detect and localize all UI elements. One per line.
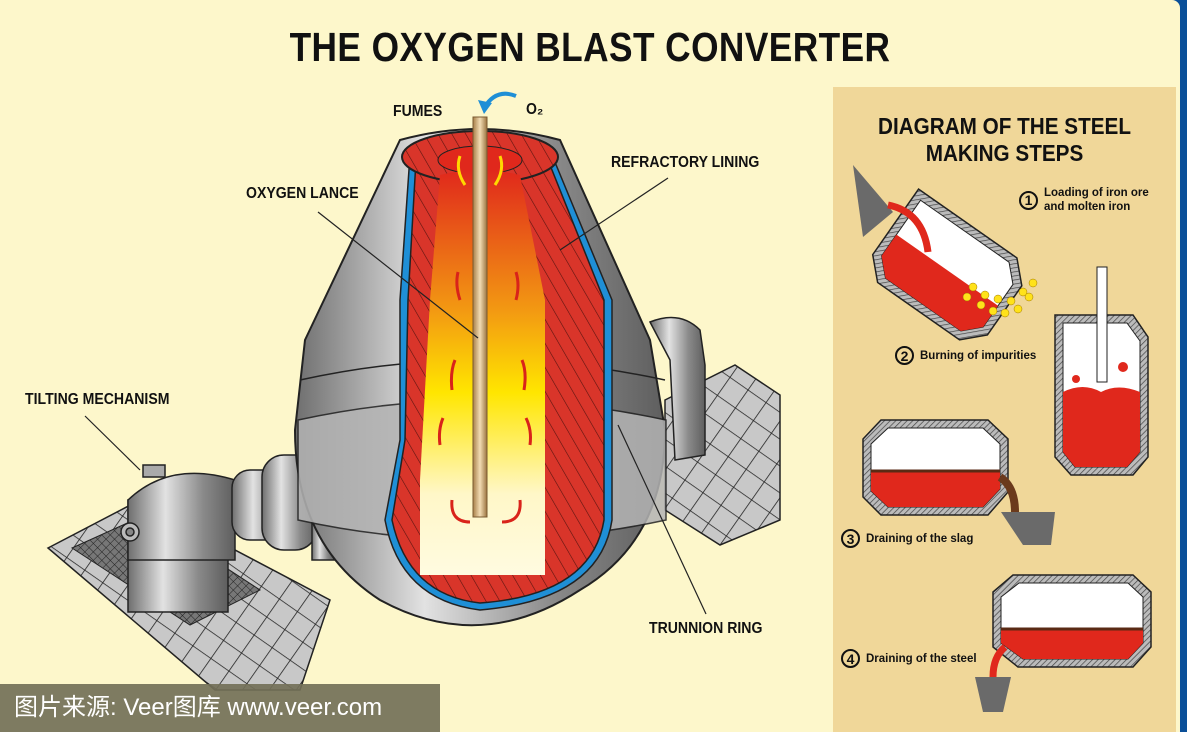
step2-vessel [1054, 266, 1149, 476]
label-o2: O₂ [526, 101, 544, 118]
step-number: 3 [841, 529, 860, 548]
label-oxygen-lance: OXYGEN LANCE [246, 185, 359, 202]
step-number: 4 [841, 649, 860, 668]
step-2: 2 Burning of impurities [895, 346, 1036, 365]
step1-vessel [871, 188, 1023, 341]
leader-lines [84, 177, 707, 615]
watermark: 图片来源: Veer图库 www.veer.com [0, 684, 440, 732]
panel-title: DIAGRAM OF THE STEEL MAKING STEPS [877, 113, 1132, 166]
steps-panel: DIAGRAM OF THE STEEL MAKING STEPS [833, 87, 1176, 732]
step-label: Draining of the slag [866, 532, 974, 545]
page-title: THE OXYGEN BLAST CONVERTER [289, 24, 891, 70]
step-number: 2 [895, 346, 914, 365]
flow-arrows [437, 271, 532, 524]
iron-ore-pebbles [962, 278, 1038, 318]
step-3: 3 Draining of the slag [841, 529, 973, 548]
step3-vessel [862, 419, 1055, 545]
label-tilting-mechanism: TILTING MECHANISM [25, 391, 170, 408]
label-fumes: FUMES [393, 103, 443, 120]
converter-illustration [46, 91, 781, 691]
step-label: Draining of the steel [866, 652, 977, 665]
step-number: 1 [1019, 190, 1038, 210]
fume-arrows [456, 155, 504, 186]
step-label: Burning of impurities [920, 349, 1037, 362]
ladle-1 [853, 165, 893, 237]
trunnion-support-right [648, 316, 706, 461]
steps-illustrations [853, 165, 1152, 712]
tilting-mechanism [120, 439, 335, 613]
molten-pour-1 [887, 201, 932, 253]
oxygen-lance [472, 116, 488, 518]
step-4: 4 Draining of the steel [841, 649, 977, 668]
step4-vessel [975, 574, 1152, 712]
label-refractory-lining: REFRACTORY LINING [611, 154, 760, 171]
label-trunnion-ring: TRUNNION RING [649, 620, 763, 637]
